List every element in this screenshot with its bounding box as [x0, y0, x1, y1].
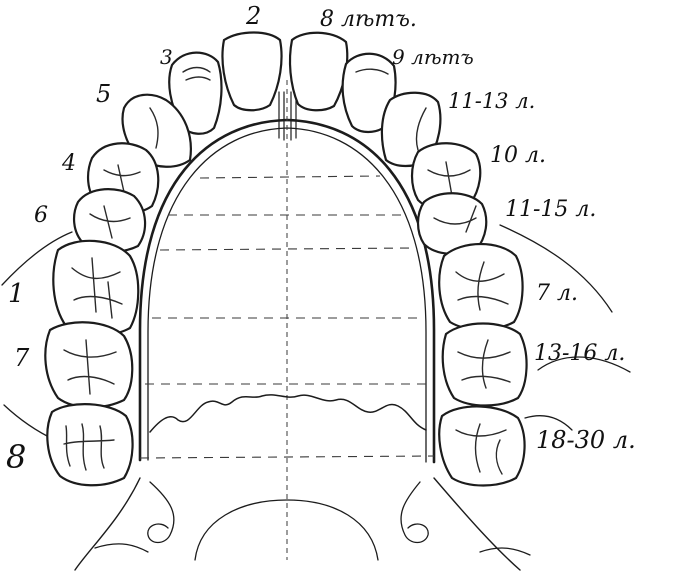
- guide-line-3: [160, 248, 412, 250]
- tooth-number-1: 1: [8, 279, 25, 309]
- tooth-upper-left-third-molar: [47, 404, 132, 485]
- tooth-upper-left-second-molar: [45, 322, 132, 407]
- tooth-number-7: 7: [14, 344, 30, 372]
- age-label-second-premolar: 11-15 л.: [505, 197, 596, 222]
- right-posterior-border: [434, 478, 520, 570]
- tooth-upper-right-second-molar: [443, 324, 527, 406]
- palatal-rugae-line: [150, 395, 426, 432]
- guide-line-6: [140, 456, 434, 458]
- age-label-lateral-incisor: 9 лѣтъ: [392, 45, 474, 69]
- tooth-upper-right-central-incisor: [290, 33, 347, 111]
- tooth-number-4: 4: [61, 151, 76, 176]
- right-tuberosity-curve: [480, 548, 530, 555]
- age-label-first-molar: 7 л.: [536, 281, 578, 306]
- right-pterygoid-hook: [401, 482, 428, 543]
- age-label-first-premolar: 10 л.: [490, 143, 546, 168]
- left-posterior-border: [75, 478, 140, 570]
- tooth-number-2: 2: [245, 2, 261, 30]
- left-tuberosity-curve: [95, 544, 148, 552]
- tooth-upper-left-central-incisor: [222, 33, 281, 111]
- tooth-upper-right-first-molar: [439, 244, 522, 330]
- tooth-number-6: 6: [34, 203, 48, 228]
- palate-inner-line: [148, 128, 426, 462]
- guide-line-1: [200, 176, 380, 178]
- tooth-number-3: 3: [160, 45, 173, 69]
- age-label-canine: 11-13 л.: [448, 89, 535, 113]
- age-label-second-molar: 13-16 л.: [534, 341, 625, 366]
- tooth-upper-left-first-molar: [53, 241, 138, 335]
- tooth-number-5: 5: [96, 80, 111, 108]
- age-label-central-incisor: 8 лѣтъ.: [320, 7, 417, 32]
- tooth-upper-right-third-molar: [439, 406, 524, 485]
- age-label-third-molar: 18-30 л.: [536, 426, 636, 454]
- left-pterygoid-hook: [148, 482, 174, 543]
- tooth-number-8: 8: [6, 438, 26, 476]
